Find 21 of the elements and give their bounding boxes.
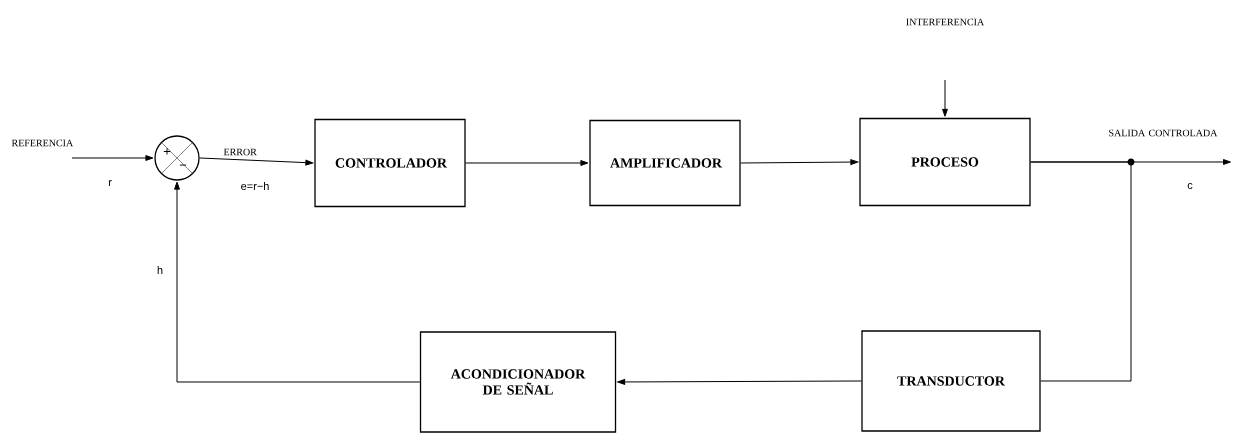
signal-label: h: [157, 266, 163, 274]
signal-label: REFERENCIA: [11, 139, 74, 147]
block-box: ACONDICIONADOR DE SEÑAL: [419, 331, 617, 433]
signal-label: ERROR: [223, 148, 257, 156]
arrow: [942, 79, 948, 117]
summing-junction: + −: [154, 135, 200, 181]
signal-label: c: [1187, 183, 1193, 189]
signal-label: r: [108, 180, 112, 186]
arrow: [465, 160, 589, 166]
signal-label: e=r−h: [241, 181, 269, 191]
block-box: PROCESO: [859, 117, 1031, 207]
arrow: [740, 159, 859, 165]
block-box: CONTROLADOR: [314, 118, 466, 208]
arrow: [617, 379, 862, 385]
block-box: AMPLIFICADOR: [589, 119, 741, 207]
block-box: TRANSDUCTOR: [861, 330, 1041, 432]
arrow: [71, 155, 154, 161]
arrow: [199, 157, 314, 166]
signal-label: SALIDA CONTROLADA: [1109, 129, 1218, 137]
arrow: [174, 181, 421, 383]
signal-label: INTERFERENCIA: [906, 18, 985, 26]
